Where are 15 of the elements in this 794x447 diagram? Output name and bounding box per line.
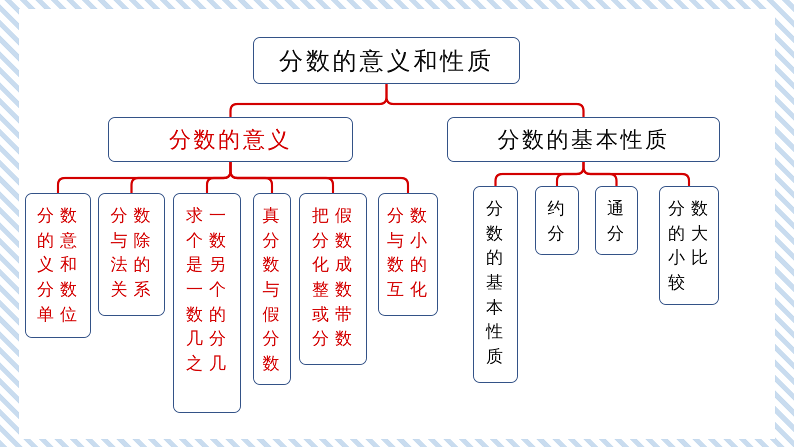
concept-box: 通分: [595, 186, 638, 255]
concept-box: 真分数与假分数: [253, 193, 291, 385]
concept-box: 分数的意义: [108, 117, 353, 162]
concept-box: 分数的意义和性质: [253, 37, 520, 84]
concept-box: 分数与除法的关系: [98, 193, 165, 316]
concept-box: 分数的意义和分数单位: [25, 193, 91, 338]
connector-line: [385, 84, 585, 117]
concept-box: 分数的基本性质: [473, 186, 518, 383]
concept-box: 分数的大小比较: [659, 186, 719, 305]
concept-box: 分数与小数的互化: [378, 193, 438, 316]
concept-box: 求一个数是另一个数的几分之几: [173, 193, 241, 413]
concept-box: 约分: [535, 186, 579, 255]
concept-box: 把假分数化成整数或带分数: [299, 193, 367, 365]
concept-box: 分数的基本性质: [447, 117, 720, 162]
connector-line: [582, 162, 690, 186]
